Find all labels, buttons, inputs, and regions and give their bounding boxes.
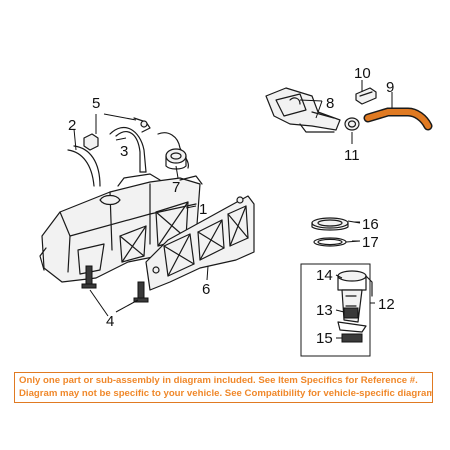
bracket-drawing — [355, 87, 377, 105]
callout-4: 4 — [106, 313, 114, 330]
callout-13: 13 — [316, 302, 333, 319]
studs-drawing — [81, 265, 149, 303]
callout-2: 2 — [68, 117, 76, 134]
callout-7: 7 — [172, 179, 180, 196]
callout-1: 1 — [199, 201, 207, 218]
bolt-drawing — [83, 117, 151, 151]
callout-8: 8 — [326, 95, 334, 112]
callout-10: 10 — [354, 65, 371, 82]
callout-markers — [352, 221, 360, 242]
callout-14: 14 — [316, 267, 333, 284]
callout-numbers: 2 5 3 7 1 6 4 8 10 9 11 16 17 12 14 13 1… — [68, 65, 395, 347]
callout-9: 9 — [386, 79, 394, 96]
callout-16: 16 — [362, 216, 379, 233]
sending-unit-drawing — [157, 132, 189, 170]
filler-hose-drawing — [363, 107, 433, 131]
callout-15: 15 — [316, 330, 333, 347]
fuel-pump-module-drawing — [300, 263, 373, 357]
disclaimer-line-1: Only one part or sub-assembly in diagram… — [19, 375, 418, 386]
filler-housing-drawing — [265, 87, 341, 133]
callout-11: 11 — [344, 147, 360, 164]
disclaimer-box: Only one part or sub-assembly in diagram… — [14, 372, 433, 403]
leader-lines — [73, 80, 393, 339]
callout-17: 17 — [362, 234, 379, 251]
grommet-drawing — [344, 117, 360, 131]
tank-straps-drawing — [67, 127, 147, 187]
callout-6: 6 — [202, 281, 210, 298]
skid-plate-drawing — [145, 195, 255, 291]
callout-5: 5 — [92, 95, 100, 112]
disclaimer-line-2: Diagram may not be specific to your vehi… — [19, 388, 433, 399]
callout-12: 12 — [378, 296, 395, 313]
fuel-tank-drawing — [39, 173, 203, 283]
lock-ring-seal-drawing — [311, 217, 349, 247]
callout-3: 3 — [120, 143, 128, 160]
